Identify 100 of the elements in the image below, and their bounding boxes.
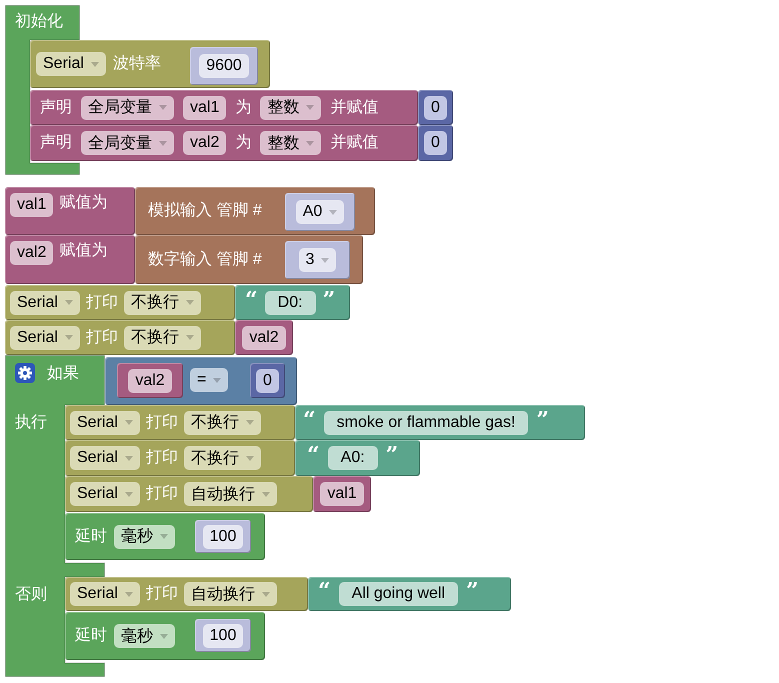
text-field: All going well — [338, 582, 458, 606]
block-label: 打印 — [86, 328, 118, 348]
variable-field: val1 — [320, 482, 364, 506]
variable-field: val2 — [183, 131, 226, 155]
statement-block — [65, 440, 295, 476]
quote-mark: ” — [466, 580, 479, 602]
statement-block — [5, 235, 135, 284]
value-block — [295, 440, 420, 476]
quote-mark: “ — [245, 288, 258, 310]
statement-block — [65, 513, 265, 560]
quote-mark: “ — [307, 444, 320, 466]
value-block — [195, 619, 251, 652]
value-block — [285, 193, 355, 231]
block-label: 执行 — [15, 413, 47, 433]
quote-mark: ” — [386, 444, 398, 466]
dropdown-field: 不换行 — [184, 446, 261, 470]
number-field: 0 — [424, 131, 447, 155]
value-block — [250, 363, 285, 398]
block-label: 如果 — [47, 364, 79, 384]
value-block — [418, 125, 453, 161]
dropdown-field: 不换行 — [184, 410, 261, 434]
statement-block — [5, 285, 235, 320]
dropdown-field: Serial — [70, 410, 140, 434]
dropdown-field: Serial — [70, 482, 140, 506]
statement-block — [30, 125, 418, 161]
dropdown-field: 毫秒 — [114, 524, 175, 548]
variable-field: val1 — [183, 96, 226, 120]
value-block — [190, 47, 258, 85]
value-block — [195, 520, 251, 553]
number-field: 9600 — [199, 54, 249, 78]
dropdown-field: 毫秒 — [114, 624, 175, 648]
block-label: 打印 — [146, 412, 178, 432]
statement-block — [65, 577, 308, 611]
dropdown-field: A0 — [296, 200, 344, 224]
variable-field: val1 — [10, 193, 54, 217]
text-field: A0: — [328, 446, 378, 470]
statement-block — [65, 476, 313, 512]
block-label: 并赋值 — [330, 133, 378, 153]
block-label: 否则 — [15, 585, 47, 605]
dropdown-field: 整数 — [260, 96, 322, 120]
value-block — [117, 363, 183, 398]
quote-mark: ” — [322, 288, 336, 310]
value-block — [285, 241, 350, 279]
number-field: 100 — [202, 624, 244, 648]
statement-block — [65, 612, 265, 660]
value-block — [135, 235, 363, 284]
quote-mark: “ — [318, 580, 331, 602]
value-block — [235, 285, 350, 320]
statement-block — [65, 405, 295, 440]
block-label: 赋值为 — [59, 193, 108, 213]
block-label: 为 — [235, 133, 252, 153]
value-block — [295, 405, 585, 440]
block-label: 初始化 — [15, 12, 63, 32]
number-field: 0 — [256, 368, 279, 392]
dropdown-field: Serial — [70, 446, 140, 470]
text-field: smoke or flammable gas! — [324, 410, 528, 434]
block-label: 声明 — [40, 133, 72, 153]
dropdown-field: 全局变量 — [81, 131, 174, 155]
block-label: 延时 — [75, 526, 107, 546]
block-label: 为 — [235, 98, 252, 118]
dropdown-field: = — [190, 368, 228, 392]
variable-field: val2 — [10, 241, 54, 265]
dropdown-field: 不换行 — [124, 290, 201, 314]
dropdown-field: 3 — [298, 248, 336, 272]
dropdown-field: Serial — [70, 582, 140, 606]
quote-mark: “ — [303, 408, 316, 430]
text-field: D0: — [264, 290, 316, 314]
statement-block — [30, 40, 270, 88]
block-label: 并赋值 — [330, 98, 378, 118]
block-label: 波特率 — [112, 54, 161, 74]
block-label: 模拟输入 管脚 # — [148, 201, 262, 221]
block-label: 赋值为 — [59, 241, 108, 261]
block-label: 打印 — [86, 292, 118, 312]
block-label: 打印 — [146, 484, 178, 504]
value-block — [308, 577, 511, 611]
statement-block — [5, 187, 135, 235]
variable-field: val2 — [242, 326, 286, 350]
quote-mark: ” — [536, 408, 550, 430]
variable-field: val2 — [128, 368, 172, 392]
dropdown-field: 全局变量 — [81, 96, 174, 120]
value-block — [418, 90, 453, 125]
block-label: 打印 — [146, 584, 178, 604]
block-label: 打印 — [146, 448, 178, 468]
number-field: 0 — [424, 96, 447, 120]
block-label: 数字输入 管脚 # — [148, 250, 262, 270]
value-block — [135, 187, 375, 235]
dropdown-field: Serial — [36, 52, 106, 76]
dropdown-field: 自动换行 — [184, 482, 277, 506]
statement-block — [5, 320, 235, 355]
value-block — [313, 476, 371, 512]
number-field: 100 — [202, 524, 244, 548]
dropdown-field: Serial — [10, 326, 80, 350]
block-label: 延时 — [75, 626, 107, 646]
dropdown-field: 自动换行 — [184, 582, 277, 606]
dropdown-field: 整数 — [260, 131, 322, 155]
value-block — [235, 320, 293, 355]
statement-block — [30, 90, 418, 125]
dropdown-field: Serial — [10, 290, 80, 314]
block-label: 声明 — [40, 98, 72, 118]
value-block — [105, 357, 297, 405]
